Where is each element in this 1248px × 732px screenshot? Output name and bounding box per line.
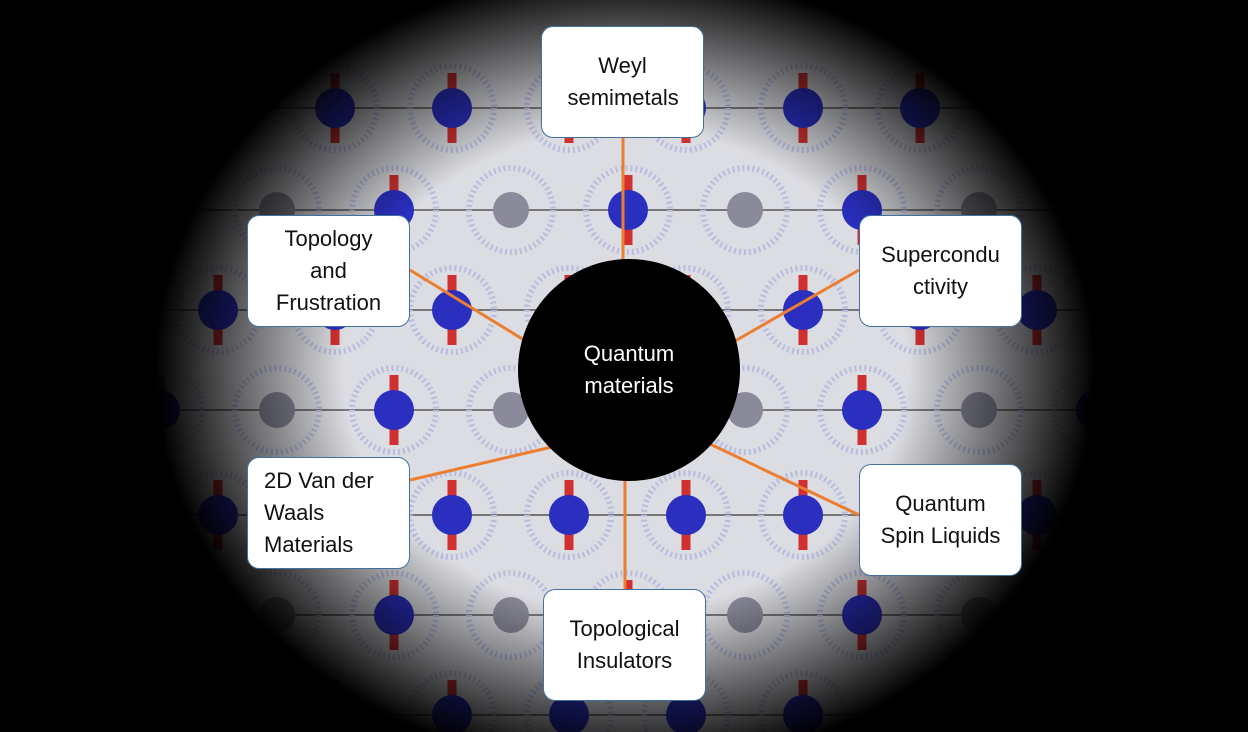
connector-qsl [709,442,860,517]
node-label: Weyl semimetals [567,53,679,110]
node-quantum-spin-liquids: Quantum Spin Liquids [859,464,1022,576]
node-weyl-semimetals: Weyl semimetals [541,26,704,138]
node-topology-frustration: Topology and Frustration [247,215,410,327]
connector-topology [409,268,525,342]
node-label: Quantum Spin Liquids [880,491,1001,548]
node-2d-van-der-waals: 2D Van der Waals Materials [247,457,410,569]
node-label: Supercondu ctivity [881,242,1000,299]
node-label: 2D Van der Waals Materials [264,468,374,557]
node-label: Topology and Frustration [275,226,382,315]
connector-2d-vdw [409,445,553,482]
connector-superconductivity [734,268,860,343]
node-label: Topological Insulators [569,616,680,673]
node-superconductivity: Supercondu ctivity [859,215,1022,327]
center-label: Quantum materials [583,341,675,398]
node-topological-insulators: Topological Insulators [543,589,706,701]
center-node-quantum-materials: Quantum materials [518,259,740,481]
